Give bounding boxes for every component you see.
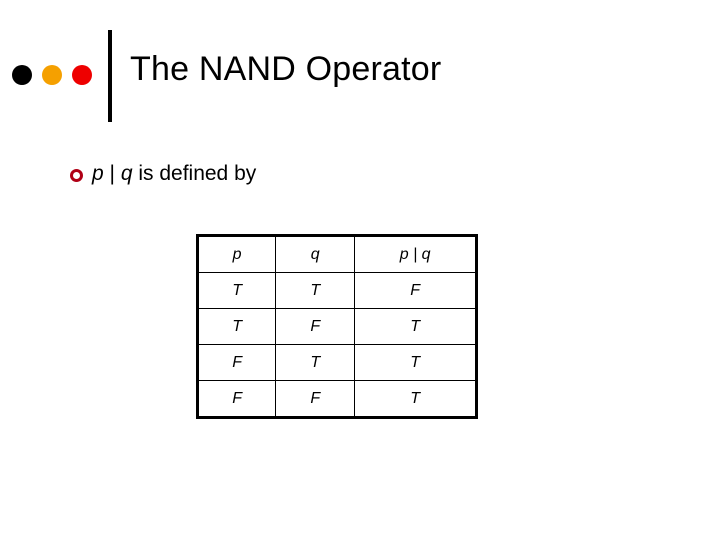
title-decoration-dots	[12, 64, 104, 86]
variable-p: p	[92, 162, 104, 185]
table-header-q: q	[275, 235, 356, 273]
table-row: F T T	[196, 344, 477, 381]
table-row: F F T	[196, 380, 477, 418]
bullet-item-label: p | q is defined by	[92, 160, 256, 188]
table-header-pnq: p | q	[354, 235, 477, 273]
slide-title: The NAND Operator	[130, 50, 442, 88]
table-row: T T F	[196, 272, 477, 309]
table-cell-p: F	[196, 344, 277, 381]
table-row: T F T	[196, 308, 477, 345]
table-cell-result: T	[354, 344, 477, 381]
table-cell-result: T	[354, 308, 477, 345]
decoration-dot-red-icon	[72, 65, 92, 85]
table-cell-q: T	[275, 344, 356, 381]
bullet-ring-icon	[70, 168, 83, 182]
decoration-dot-orange-icon	[42, 65, 62, 85]
table-cell-q: T	[275, 272, 356, 309]
table-cell-result: F	[354, 272, 477, 309]
nand-separator: |	[103, 162, 121, 185]
bullet-list-item: p | q is defined by	[70, 160, 256, 188]
table-header-p: p	[196, 235, 277, 273]
table-cell-result: T	[354, 380, 477, 418]
variable-q: q	[120, 162, 133, 185]
table-header-row: p q p | q	[196, 235, 477, 273]
decoration-dot-black-icon	[12, 65, 32, 85]
table-cell-p: T	[196, 308, 277, 345]
table-cell-p: F	[196, 380, 277, 418]
table-cell-q: F	[275, 308, 356, 345]
table-cell-p: T	[196, 272, 277, 309]
title-divider-bar	[108, 30, 112, 122]
truth-table: p q p | q T T F T F T F T T F F	[196, 234, 478, 419]
table-cell-q: F	[275, 380, 356, 418]
bullet-item-text-rest: is defined by	[132, 162, 257, 185]
